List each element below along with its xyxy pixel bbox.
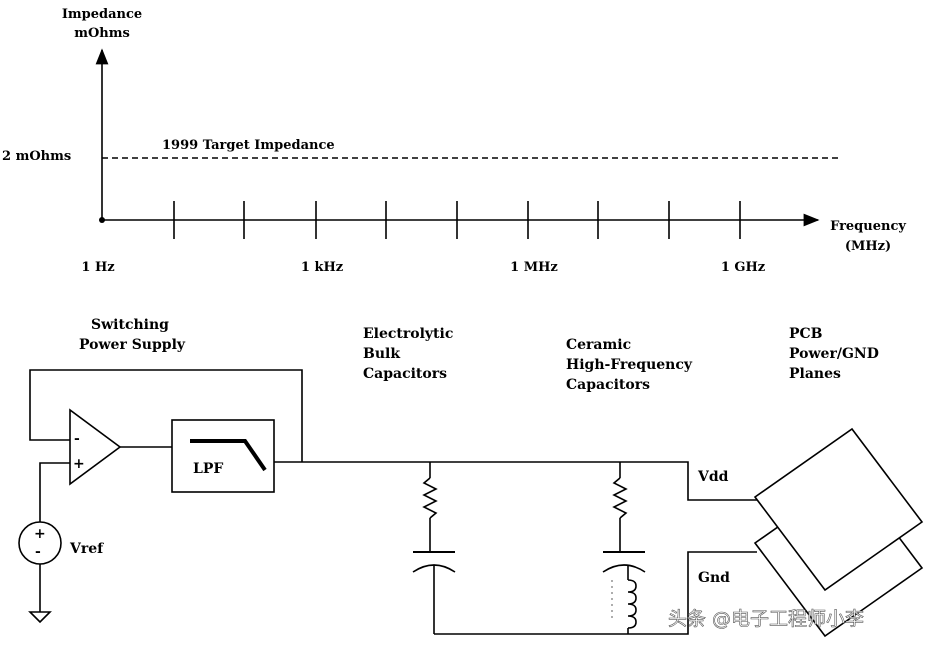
ceramic-label-line2: High-Frequency (566, 357, 693, 373)
lpf-response-curve (190, 439, 267, 472)
vref-plus-wire (39, 462, 70, 522)
x-tick-label-1mhz: 1 MHz (510, 260, 558, 275)
opamp-plus-label: + (73, 456, 85, 472)
electrolytic-label-line3: Capacitors (363, 366, 447, 382)
x-axis-label-line2: (MHz) (845, 239, 891, 254)
opamp-minus-label: - (74, 431, 80, 447)
vref-source-plus: + (34, 526, 46, 542)
pcb-label-line3: Planes (789, 366, 841, 382)
y-axis-label-line1: Impedance (62, 7, 142, 22)
watermark: 头条 @电子工程师小李 (668, 608, 864, 630)
lpf-block (171, 419, 275, 493)
circuit-schematic: Switching Power Supply Electrolytic Bulk… (18, 317, 924, 638)
ceramic-label-line3: Capacitors (566, 377, 650, 393)
x-tick-label-1ghz: 1 GHz (721, 260, 765, 275)
ceramic-label-line1: Ceramic (566, 337, 631, 353)
capacitor-plate-bottom (602, 564, 646, 573)
vref-source-minus: - (35, 544, 41, 560)
gnd-label: Gnd (698, 570, 730, 586)
origin-dot (99, 217, 105, 223)
ground-symbol (28, 611, 52, 624)
pcb-label-line2: Power/GND (789, 346, 879, 362)
vdd-label: Vdd (697, 469, 729, 485)
switching-supply-label-line2: Power Supply (79, 337, 186, 353)
vdd-rail (274, 461, 757, 501)
esr-resistor (422, 477, 438, 519)
switching-supply-label-line1: Switching (91, 317, 169, 333)
lpf-label: LPF (193, 461, 223, 477)
opamp-symbol (69, 408, 122, 486)
x-tick-label-1hz: 1 Hz (81, 260, 114, 275)
impedance-chart: Impedance mOhms 2 mOhms 1999 Target Impe… (2, 7, 906, 275)
gnd-rail (434, 551, 757, 635)
x-axis-label-line1: Frequency (830, 219, 906, 234)
esl-inductor (627, 579, 637, 629)
electrolytic-label-line1: Electrolytic (363, 326, 453, 342)
x-tick-label-1khz: 1 kHz (301, 260, 343, 275)
y-axis-label-line2: mOhms (74, 26, 130, 41)
pcb-label-line1: PCB (789, 326, 823, 342)
esr-resistor (612, 477, 628, 519)
target-impedance-label: 1999 Target Impedance (162, 138, 335, 153)
power-plane (753, 427, 924, 592)
y-tick-label: 2 mOhms (2, 149, 71, 164)
ceramic-branch (602, 462, 646, 634)
electrolytic-label-line2: Bulk (363, 346, 400, 362)
x-axis-ticks (173, 201, 741, 239)
electrolytic-branch (412, 462, 456, 634)
feedback-wire (29, 369, 303, 462)
vref-label: Vref (69, 541, 104, 557)
